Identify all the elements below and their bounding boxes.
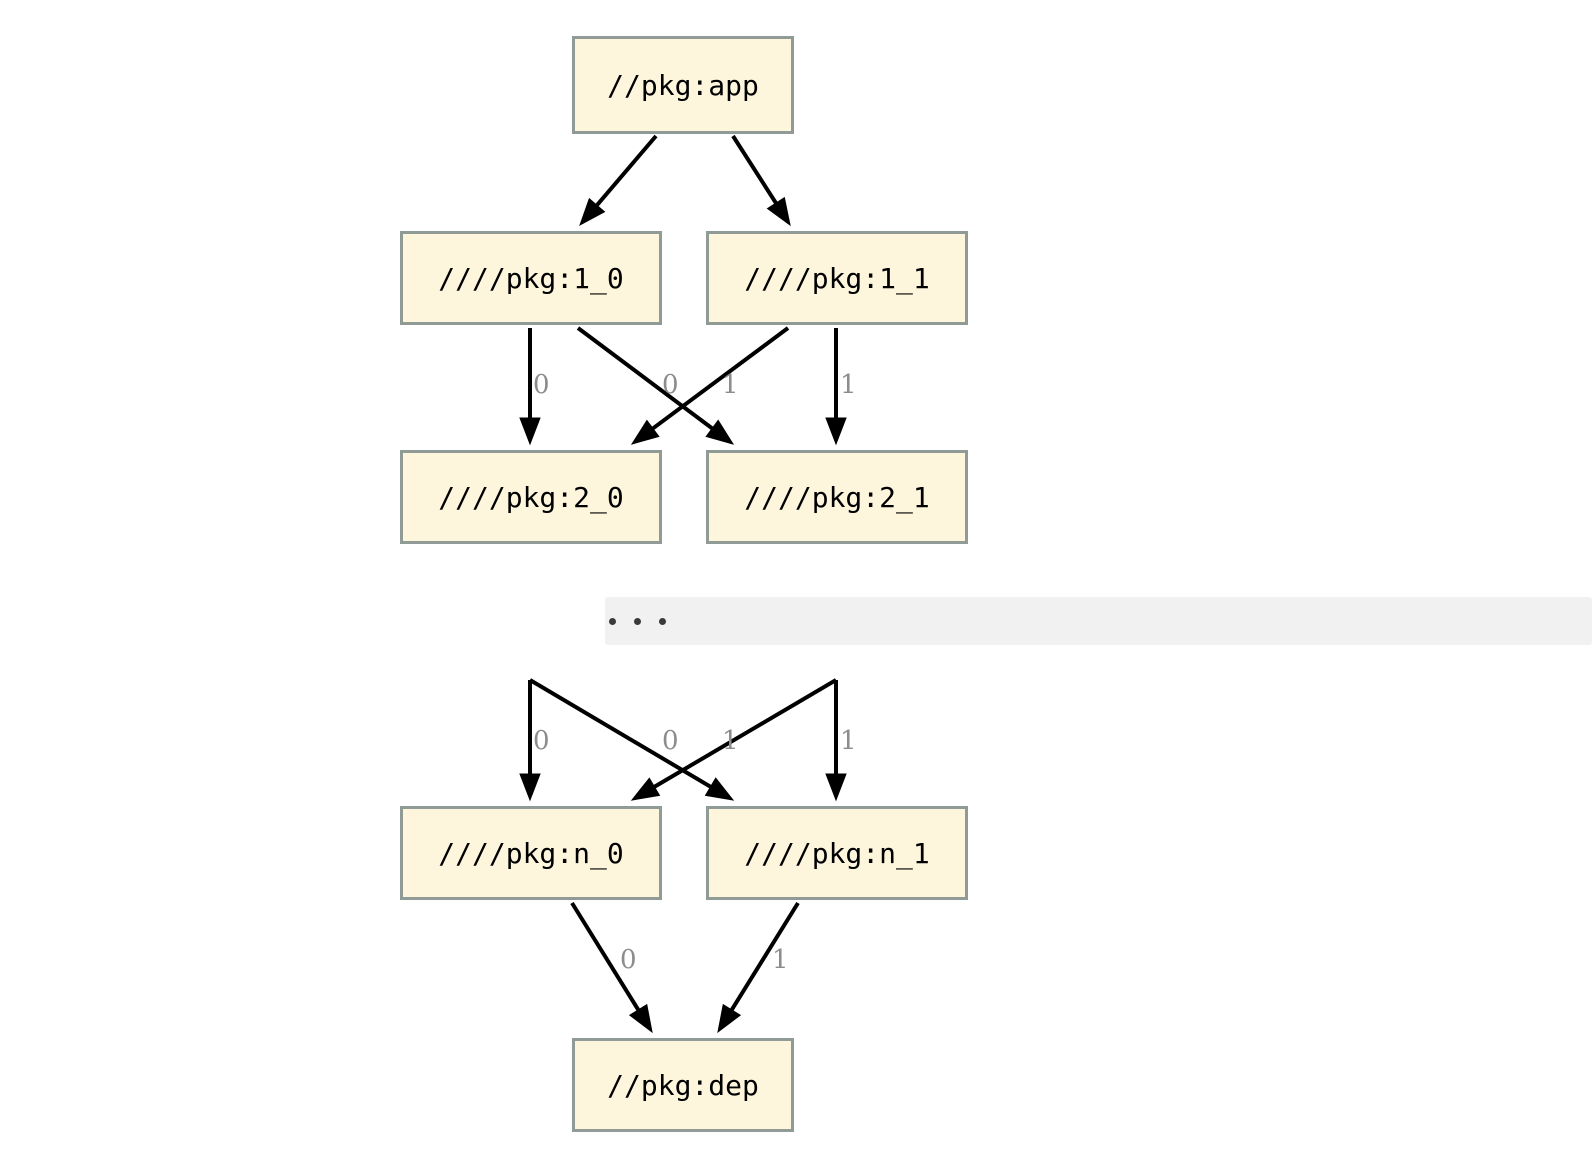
edge-label-n1_1-to-n2_0: 1 xyxy=(722,370,739,400)
arrowhead-icon xyxy=(825,417,847,446)
edge-app-to-n1_1 xyxy=(731,134,782,211)
ellipsis-dot xyxy=(659,618,666,625)
edge-label-hidden_a-to-nn_1: 0 xyxy=(662,726,679,756)
node-nn_0[interactable]: ////pkg:n_0 xyxy=(400,806,662,900)
node-label: ////pkg:n_0 xyxy=(438,836,624,870)
arrowhead-icon xyxy=(717,1003,742,1034)
arrowhead-icon xyxy=(825,773,847,802)
edge-label-hidden_a-to-nn_0: 0 xyxy=(533,726,550,756)
arrowhead-icon xyxy=(519,417,541,446)
edge-label-hidden_b-to-nn_0: 1 xyxy=(722,726,739,756)
node-nn_1[interactable]: ////pkg:n_1 xyxy=(706,806,968,900)
node-label: ////pkg:2_0 xyxy=(438,480,624,514)
edge-label-nn_0-to-dep: 0 xyxy=(620,945,637,975)
ellipsis-dots xyxy=(609,618,666,625)
node-n1_1[interactable]: ////pkg:1_1 xyxy=(706,231,968,325)
node-label: //pkg:dep xyxy=(607,1068,759,1102)
node-n2_0[interactable]: ////pkg:2_0 xyxy=(400,450,662,544)
node-dep[interactable]: //pkg:dep xyxy=(572,1038,794,1132)
ellipsis-dot xyxy=(609,618,616,625)
arrowhead-icon xyxy=(630,777,661,801)
node-label: ////pkg:1_1 xyxy=(744,261,930,295)
edge-label-n1_0-to-n2_0: 0 xyxy=(533,370,550,400)
ellipsis-band xyxy=(605,597,1592,645)
arrowhead-icon xyxy=(579,197,606,227)
edge-label-nn_1-to-dep: 1 xyxy=(772,945,789,975)
node-label: ////pkg:n_1 xyxy=(744,836,930,870)
arrowhead-icon xyxy=(766,196,791,227)
edge-n1_0-to-n2_1 xyxy=(576,326,720,435)
arrowhead-icon xyxy=(704,777,735,801)
arrowhead-icon xyxy=(705,419,735,445)
node-n1_0[interactable]: ////pkg:1_0 xyxy=(400,231,662,325)
edge-label-n1_1-to-n2_1: 1 xyxy=(840,370,857,400)
arrowhead-icon xyxy=(628,1003,653,1034)
node-label: //pkg:app xyxy=(607,68,759,102)
edge-app-to-n1_0 xyxy=(590,134,658,213)
node-app[interactable]: //pkg:app xyxy=(572,36,794,134)
arrowhead-icon xyxy=(630,419,660,445)
arrowhead-icon xyxy=(519,773,541,802)
ellipsis-dot xyxy=(634,618,641,625)
node-label: ////pkg:2_1 xyxy=(744,480,930,514)
node-n2_1[interactable]: ////pkg:2_1 xyxy=(706,450,968,544)
edge-label-hidden_b-to-nn_1: 1 xyxy=(840,726,857,756)
edge-label-n1_0-to-n2_1: 0 xyxy=(662,370,679,400)
node-label: ////pkg:1_0 xyxy=(438,261,624,295)
edge-hidden_a-to-nn_1 xyxy=(528,678,718,793)
